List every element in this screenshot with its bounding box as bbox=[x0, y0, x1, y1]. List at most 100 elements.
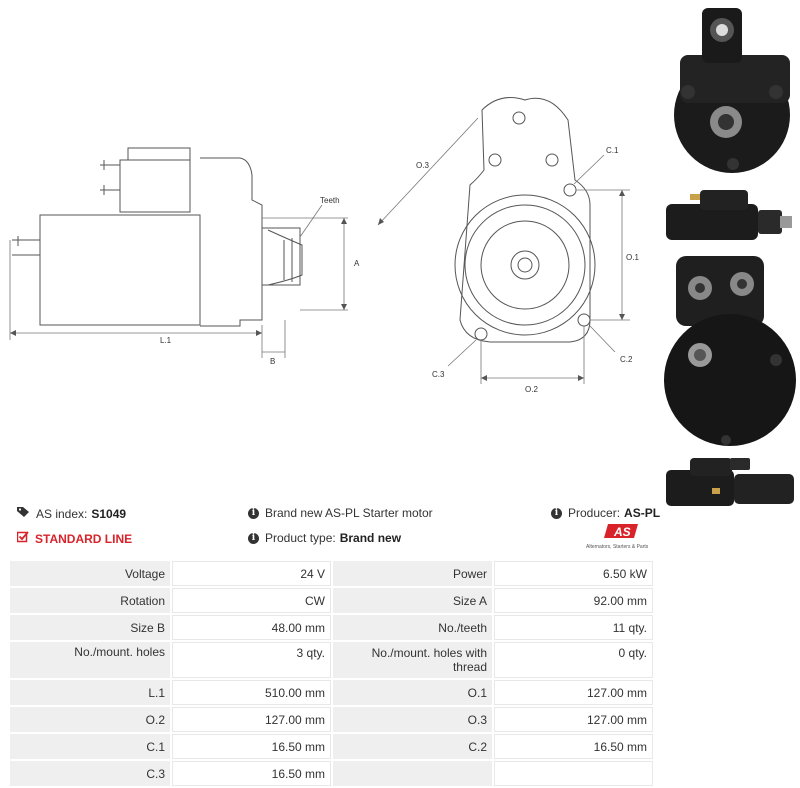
svg-text:Alternators, Starters & Parts: Alternators, Starters & Parts bbox=[586, 544, 649, 550]
spec-label: No./mount. holes with thread bbox=[333, 642, 492, 678]
label-l1: L.1 bbox=[160, 336, 172, 345]
standard-line-label: STANDARD LINE bbox=[35, 531, 133, 546]
spec-value: 24 V bbox=[172, 561, 331, 586]
spec-label: C.3 bbox=[10, 761, 170, 786]
spec-label: Rotation bbox=[10, 588, 170, 613]
hole-c1 bbox=[563, 183, 577, 197]
spec-label: No./mount. holes bbox=[10, 642, 170, 678]
table-row: Size B 48.00 mm No./teeth 11 qty. bbox=[10, 615, 653, 640]
leader-c3 bbox=[447, 339, 477, 367]
svg-text:AS: AS bbox=[613, 525, 631, 539]
info-icon: i bbox=[248, 507, 259, 519]
table-row: Voltage 24 V Power 6.50 kW bbox=[10, 561, 653, 586]
spec-table: Voltage 24 V Power 6.50 kW Rotation CW S… bbox=[8, 559, 655, 788]
label-o2: O.2 bbox=[525, 385, 538, 394]
solenoid-outline bbox=[119, 159, 191, 213]
spec-label: L.1 bbox=[10, 680, 170, 705]
spec-value: 127.00 mm bbox=[494, 707, 653, 732]
brand-text: Brand new AS-PL Starter motor bbox=[265, 506, 433, 520]
flange-outline bbox=[459, 97, 591, 343]
shaft-outer bbox=[510, 250, 540, 280]
as-index-row: AS index: S1049 bbox=[17, 506, 126, 521]
dim-l1 bbox=[9, 240, 262, 340]
as-index-value: S1049 bbox=[91, 506, 127, 521]
label-b: B bbox=[270, 357, 275, 366]
product-type-row: i Product type: Brand new bbox=[248, 531, 401, 545]
spec-value: 3 qty. bbox=[172, 642, 331, 678]
spec-value: 510.00 mm bbox=[172, 680, 331, 705]
product-photo-front bbox=[660, 0, 800, 180]
product-type-label: Product type: bbox=[265, 531, 336, 545]
table-row: O.2 127.00 mm O.3 127.00 mm bbox=[10, 707, 653, 732]
label-o3: O.3 bbox=[416, 161, 429, 170]
spec-label: C.2 bbox=[333, 734, 492, 759]
spec-value bbox=[494, 761, 653, 786]
spec-value: 0 qty. bbox=[494, 642, 653, 678]
product-photo-rear bbox=[660, 250, 800, 450]
brand-row: i Brand new AS-PL Starter motor bbox=[248, 506, 433, 520]
label-c1: C.1 bbox=[606, 146, 619, 155]
standard-line-row: STANDARD LINE bbox=[16, 531, 133, 546]
dim-o2 bbox=[480, 326, 585, 384]
table-row: L.1 510.00 mm O.1 127.00 mm bbox=[10, 680, 653, 705]
dim-o1 bbox=[576, 189, 630, 321]
spec-value: 16.50 mm bbox=[494, 734, 653, 759]
shaft-inner bbox=[517, 257, 533, 273]
spec-value: 92.00 mm bbox=[494, 588, 653, 613]
spec-value: 127.00 mm bbox=[494, 680, 653, 705]
spec-value: 48.00 mm bbox=[172, 615, 331, 640]
table-row: No./mount. holes 3 qty. No./mount. holes… bbox=[10, 642, 653, 678]
motor-body-outline bbox=[39, 214, 201, 326]
tag-icon bbox=[17, 506, 30, 521]
as-pl-logo: AS Alternators, Starters & Parts bbox=[586, 524, 649, 550]
table-row: Rotation CW Size A 92.00 mm bbox=[10, 588, 653, 613]
leader-c1 bbox=[573, 154, 605, 185]
spec-label bbox=[333, 761, 492, 786]
spec-label: Voltage bbox=[10, 561, 170, 586]
dim-o3 bbox=[377, 117, 479, 226]
flange-bore-outer bbox=[454, 194, 596, 336]
info-icon: i bbox=[248, 532, 259, 544]
label-a: A bbox=[354, 259, 360, 268]
label-c2: C.2 bbox=[620, 355, 633, 364]
as-index-label: AS index: bbox=[36, 506, 88, 521]
producer-label: Producer: bbox=[568, 506, 621, 520]
producer-value: AS-PL bbox=[624, 506, 661, 520]
producer-row: i Producer: AS-PL bbox=[551, 506, 660, 520]
drive-housing-outline bbox=[200, 157, 263, 327]
checkbox-icon bbox=[16, 531, 29, 546]
solenoid-cap bbox=[127, 147, 191, 161]
terminal-studs bbox=[100, 160, 120, 195]
spec-label: O.1 bbox=[333, 680, 492, 705]
spec-value: CW bbox=[172, 588, 331, 613]
table-row: C.1 16.50 mm C.2 16.50 mm bbox=[10, 734, 653, 759]
table-row: C.3 16.50 mm bbox=[10, 761, 653, 786]
rear-terminal bbox=[12, 236, 40, 256]
spec-value: 16.50 mm bbox=[172, 761, 331, 786]
leader-c2 bbox=[589, 325, 616, 353]
spec-value: 127.00 mm bbox=[172, 707, 331, 732]
product-type-value: Brand new bbox=[339, 531, 402, 545]
spec-label: Size A bbox=[333, 588, 492, 613]
product-photo-side bbox=[660, 182, 800, 250]
label-teeth: Teeth bbox=[320, 196, 340, 205]
hole-c2 bbox=[577, 313, 591, 327]
spec-label: C.1 bbox=[10, 734, 170, 759]
product-photo-side-2 bbox=[660, 448, 800, 516]
pinion-teeth bbox=[283, 238, 301, 282]
dim-a bbox=[262, 217, 348, 311]
dim-b bbox=[261, 320, 286, 358]
teeth-leader bbox=[299, 204, 323, 238]
spec-label: O.2 bbox=[10, 707, 170, 732]
label-o1: O.1 bbox=[626, 253, 639, 262]
label-c3: C.3 bbox=[432, 370, 445, 379]
spec-label: Size B bbox=[10, 615, 170, 640]
technical-drawing: Teeth A L.1 B O.3 C.1 O.1 C.2 C.3 O.2 bbox=[9, 97, 639, 394]
spec-value: 11 qty. bbox=[494, 615, 653, 640]
spec-label: Power bbox=[333, 561, 492, 586]
spec-label: No./teeth bbox=[333, 615, 492, 640]
pinion-outline bbox=[262, 227, 303, 286]
spec-value: 6.50 kW bbox=[494, 561, 653, 586]
spec-value: 16.50 mm bbox=[172, 734, 331, 759]
hole-c3 bbox=[474, 327, 488, 341]
